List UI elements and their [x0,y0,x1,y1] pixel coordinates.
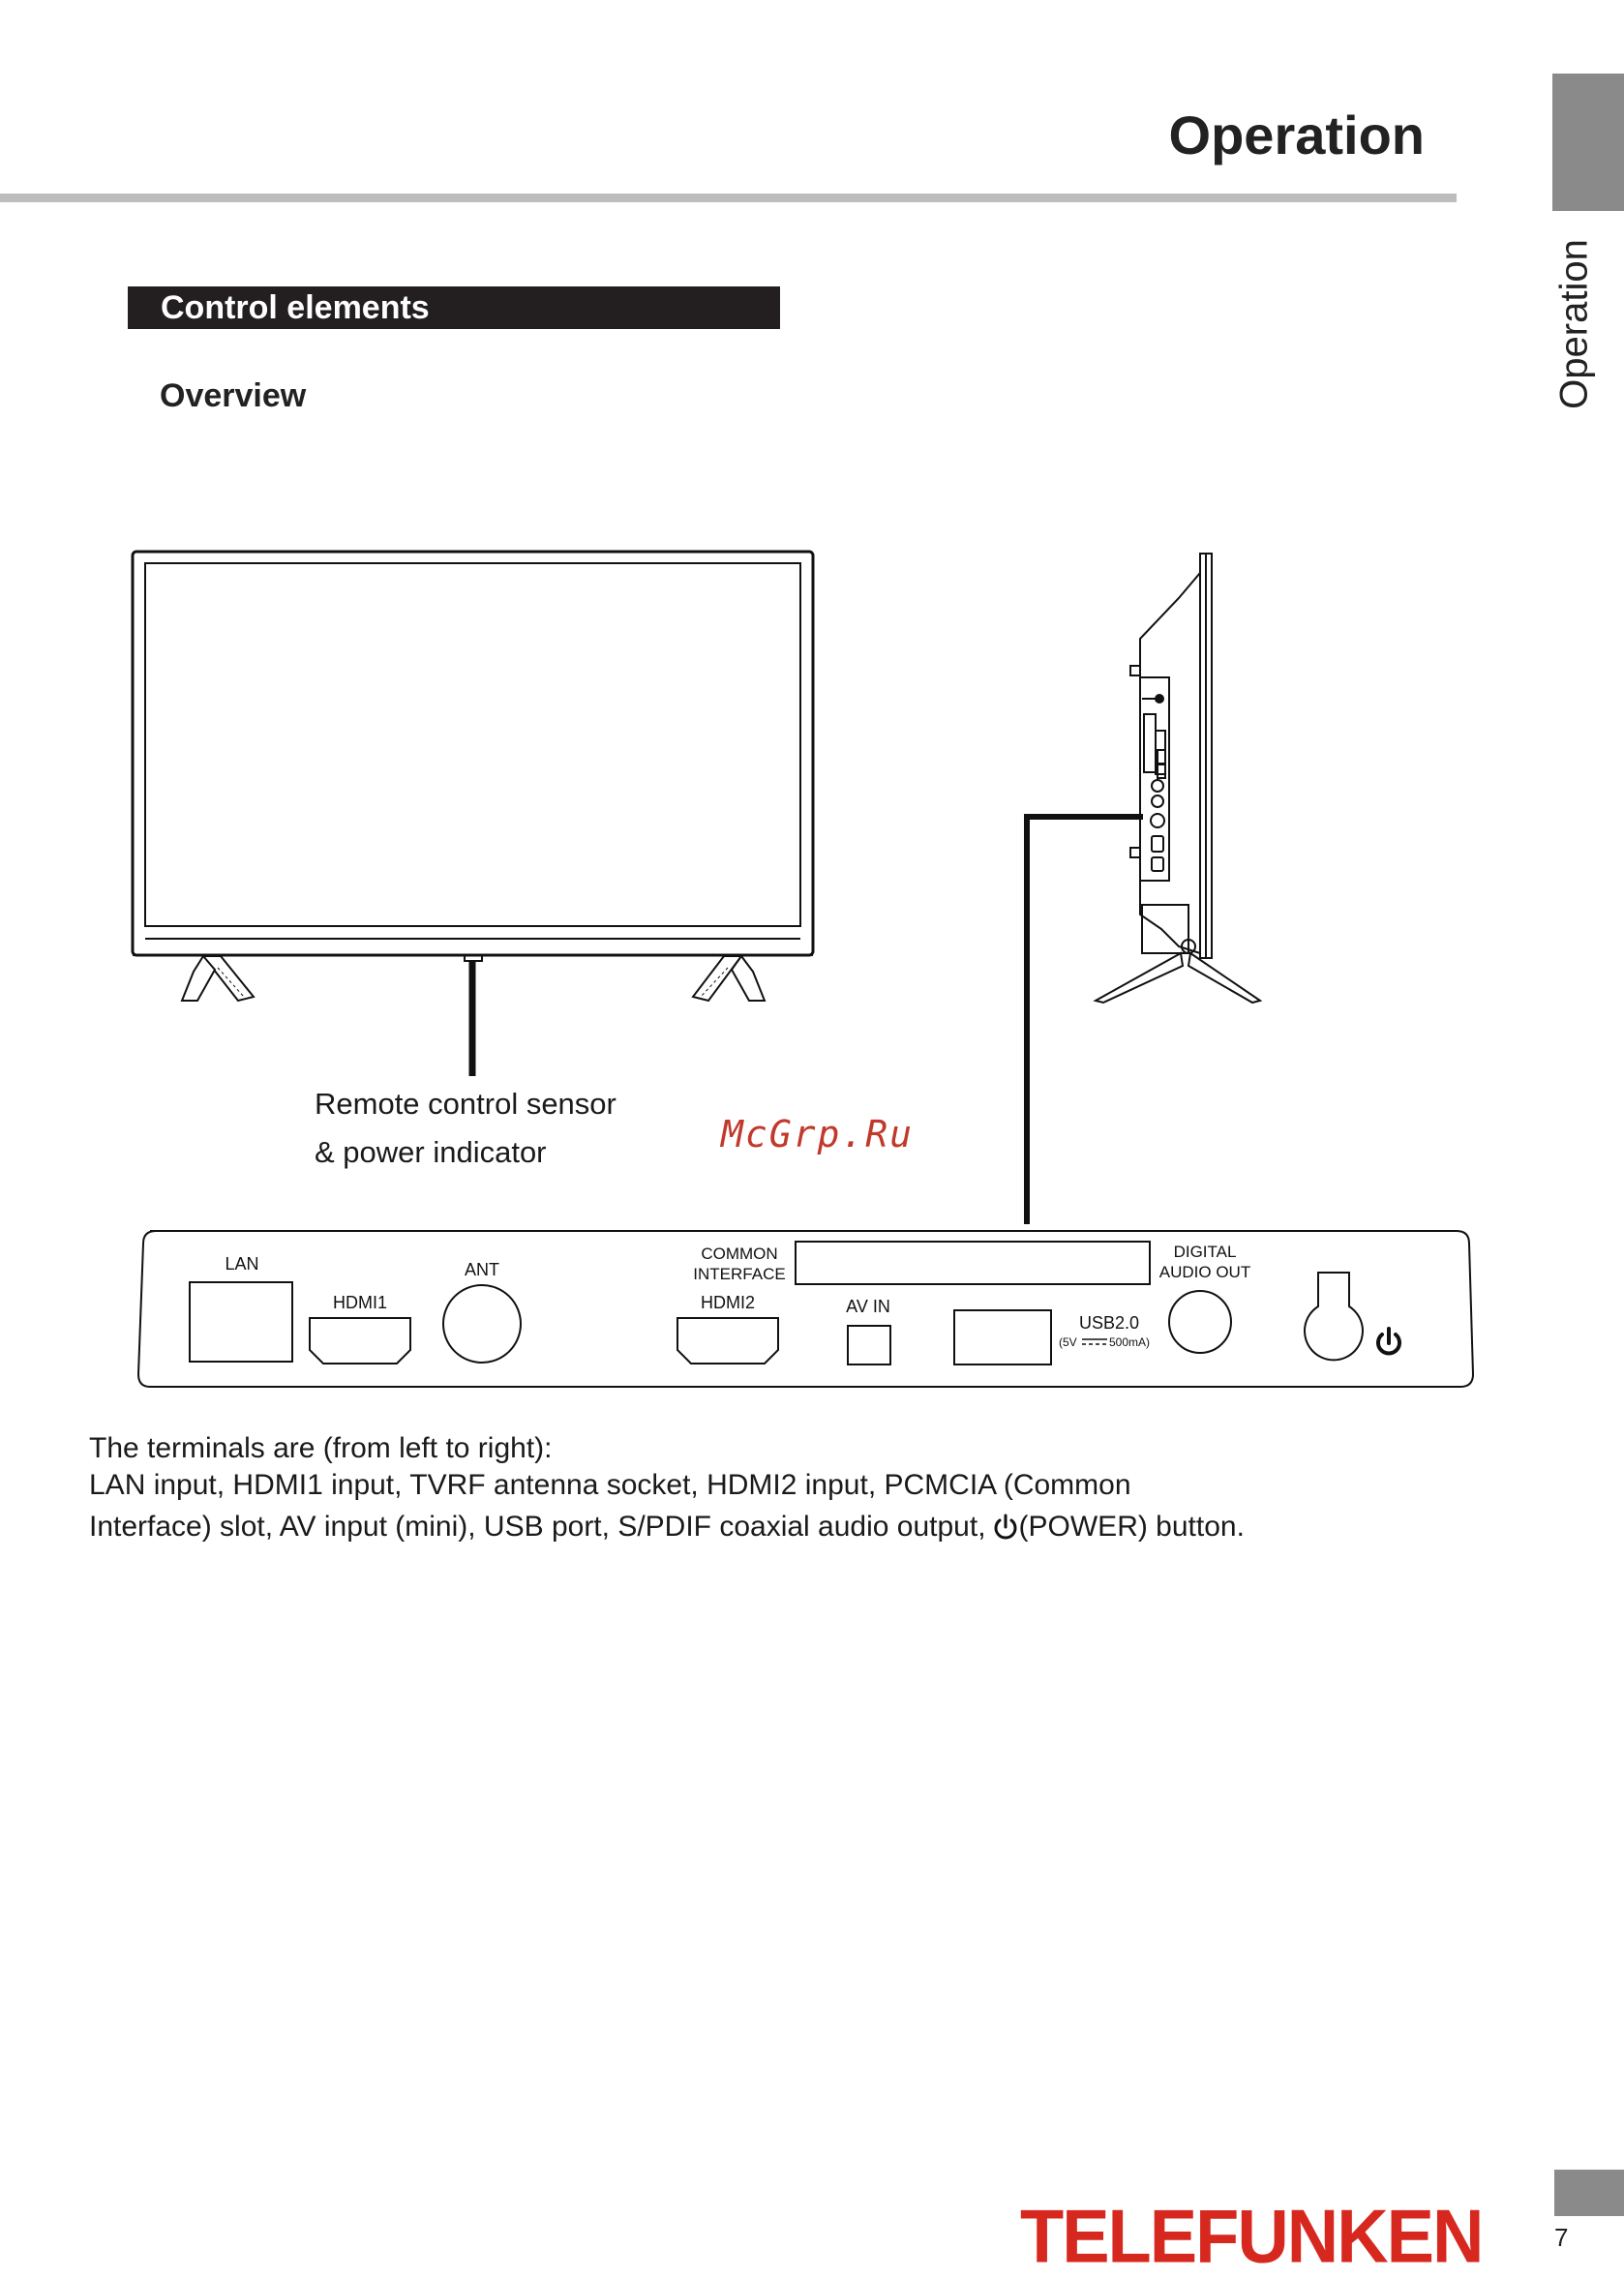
usb-port [953,1309,1052,1365]
usb-spec-left: (5V [1059,1335,1077,1349]
power-icon [994,1514,1016,1540]
common-interface-label-line2: INTERFACE [693,1265,785,1283]
power-button [1304,1272,1364,1362]
common-interface-slot [795,1241,1151,1285]
usb-label: USB2.0 [1079,1313,1139,1333]
brand-logo: TELEFUNKEN [1020,2193,1484,2279]
hdmi2-label: HDMI2 [701,1293,755,1312]
side-panel-pointer [1024,814,1143,1224]
power-icon [1376,1327,1401,1356]
remote-sensor-callout-line1: Remote control sensor [315,1087,617,1121]
header-rule [0,194,1457,202]
terminals-list-line2-end: (POWER) button. [1018,1511,1245,1543]
terminal-panel: LAN HDMI1 ANT COMMON INTERFACE HDMI2 AV … [136,1230,1475,1388]
av-in-label: AV IN [846,1297,890,1316]
common-interface-label-line1: COMMON [701,1244,777,1263]
page-title: Operation [1168,105,1425,165]
digital-audio-socket [1168,1290,1232,1354]
watermark: McGrp.Ru [721,1113,915,1155]
tv-side-view [1093,553,1263,1005]
hdmi1-label: HDMI1 [333,1293,387,1312]
hdmi2-port [677,1317,779,1364]
page-number: 7 [1554,2223,1569,2252]
av-in-port [847,1325,891,1365]
antenna-socket [442,1284,522,1364]
page-tab-marker [1554,2170,1624,2216]
remote-sensor-callout-line2: & power indicator [315,1135,547,1169]
section-heading: Control elements [128,286,780,329]
digital-audio-label-line2: AUDIO OUT [1159,1263,1250,1281]
hdmi1-port [309,1317,411,1364]
digital-audio-label-line1: DIGITAL [1174,1243,1237,1261]
terminals-list-line2: Interface) slot, AV input (mini), USB po… [89,1511,1245,1544]
terminals-intro: The terminals are (from left to right): [89,1432,553,1464]
usb-spec-right: 500mA) [1109,1335,1150,1349]
subsection-heading: Overview [160,377,307,414]
terminals-list-line2-text: Interface) slot, AV input (mini), USB po… [89,1511,986,1543]
ant-label: ANT [465,1260,499,1279]
tv-front-view [131,550,815,1003]
lan-label: LAN [225,1254,258,1274]
terminals-list-line1: LAN input, HDMI1 input, TVRF antenna soc… [89,1469,1131,1501]
lan-port [189,1281,293,1363]
side-tab-marker [1552,74,1624,211]
